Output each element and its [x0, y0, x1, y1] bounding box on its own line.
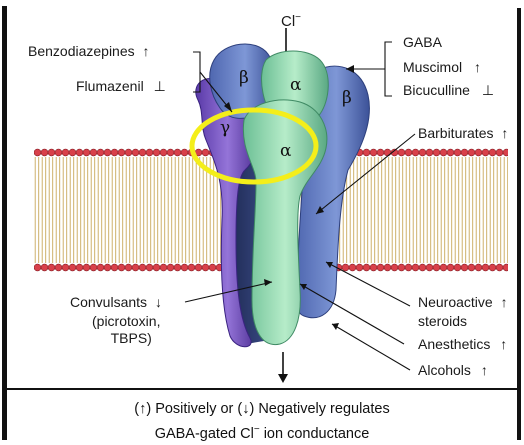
convulsants-label: Convulsants ↓ — [70, 294, 162, 311]
up-arrow-icon: ↑ — [143, 43, 150, 59]
antagonist-icon: ⊥ — [154, 78, 166, 94]
alpha-front-label: α — [280, 141, 292, 161]
steroids-label: steroids — [418, 313, 467, 330]
up-arrow-icon: ↑ — [474, 59, 481, 75]
right-border — [517, 8, 521, 440]
up-arrow-icon: ↑ — [501, 125, 508, 141]
alpha-top-label: α — [290, 75, 302, 95]
up-arrow-icon: ↑ — [481, 362, 488, 378]
down-arrow-icon: ↓ — [155, 294, 162, 310]
left-border — [2, 6, 7, 440]
gamma-label: γ — [220, 118, 230, 138]
alcohols-label: Alcohols ↑ — [418, 362, 488, 379]
muscimol-label: Muscimol ↑ — [403, 59, 481, 76]
beta-right-label: β — [342, 88, 352, 108]
benzodiazepines-label: Benzodiazepines ↑ — [28, 43, 150, 60]
convulsants-examples-label: (picrotoxin, TBPS) — [92, 313, 160, 347]
barbiturates-label: Barbiturates ↑ — [418, 125, 508, 142]
antagonist-icon: ⊥ — [482, 82, 494, 98]
gaba-label: GABA — [403, 34, 442, 51]
neuroactive-steroids-label: Neuroactive ↑ — [418, 294, 508, 311]
up-arrow-icon: ↑ — [501, 294, 508, 310]
anesthetics-label: Anesthetics ↑ — [418, 336, 507, 353]
beta-left-label: β — [239, 68, 249, 88]
caption-line-1: (↑) Positively or (↓) Negatively regulat… — [0, 400, 524, 419]
flumazenil-label: Flumazenil ⊥ — [76, 78, 166, 95]
bicuculline-label: Bicuculline ⊥ — [403, 82, 494, 99]
chloride-ion-label: Cl− — [281, 9, 301, 30]
caption-line-2: GABA-gated Cl− ion conductance — [0, 420, 524, 444]
up-arrow-icon: ↑ — [500, 336, 507, 352]
